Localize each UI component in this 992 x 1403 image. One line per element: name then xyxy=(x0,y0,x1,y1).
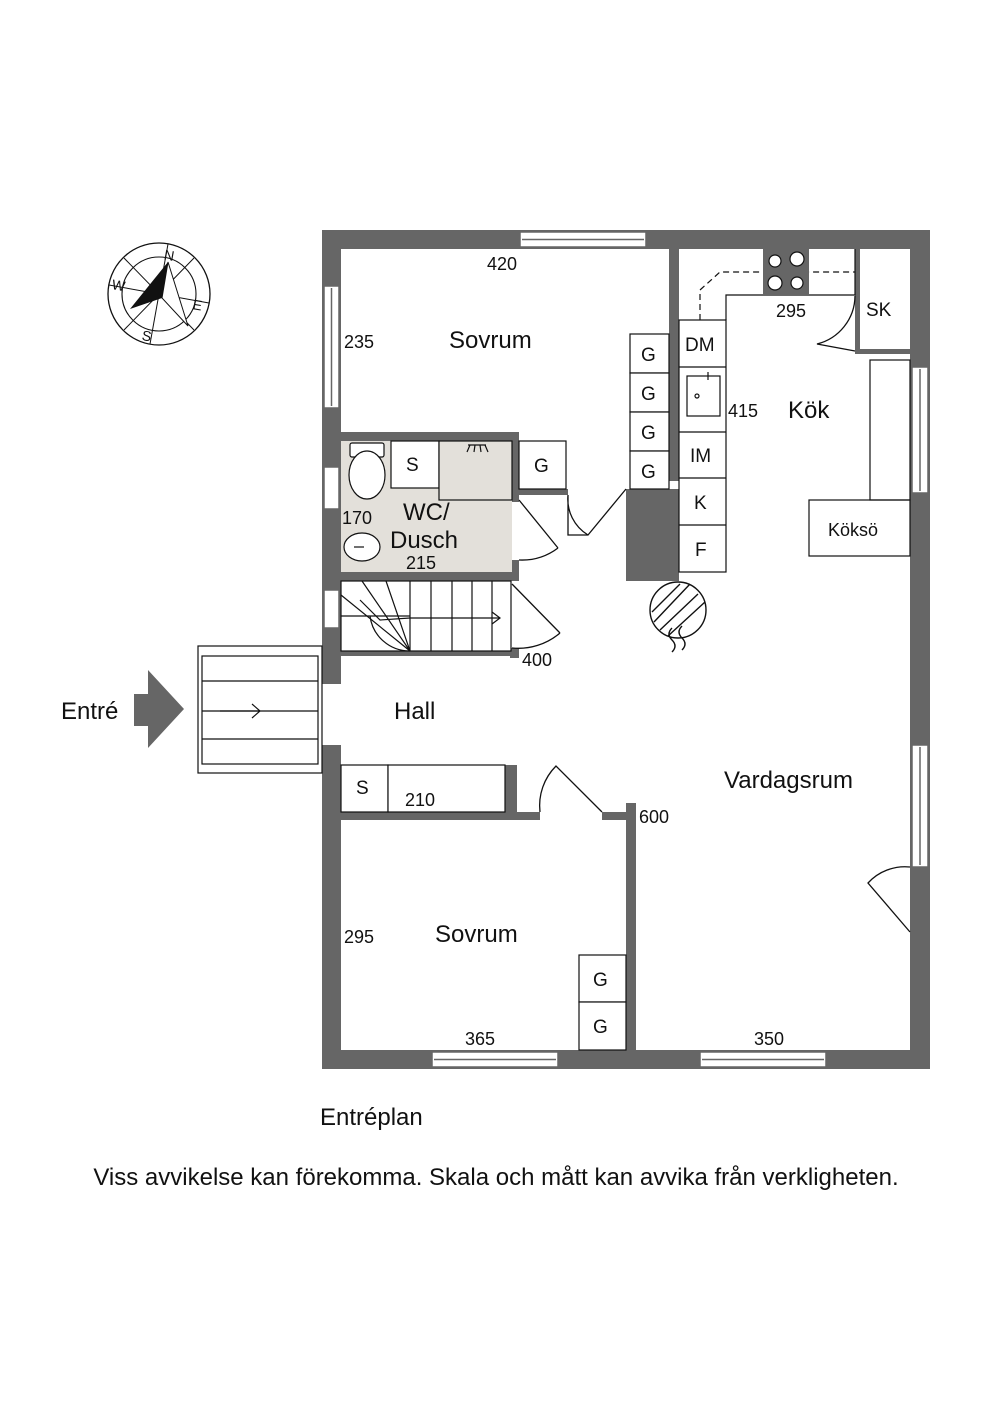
storage-hall: S xyxy=(356,778,369,799)
fireplace xyxy=(649,581,707,653)
windows xyxy=(323,231,929,1068)
room-wc-line2: Dusch xyxy=(390,527,458,554)
appliance-k: K xyxy=(694,493,707,514)
shower-head xyxy=(466,444,489,453)
labels: N E S W Sovrum Kök WC/ Dusch Hall Vardag… xyxy=(61,246,892,1049)
door-living-exterior xyxy=(867,866,911,933)
wardrobe-k2: G xyxy=(641,384,656,405)
kitchen-island xyxy=(808,499,911,557)
wardrobes xyxy=(340,333,670,1051)
appliance-im: IM xyxy=(690,446,711,467)
wardrobe-k1: G xyxy=(641,345,656,366)
room-bedroom-top: Sovrum xyxy=(449,327,532,354)
kitchen-island-label: Köksö xyxy=(828,520,878,540)
dim-170: 170 xyxy=(342,508,372,528)
dim-350: 350 xyxy=(754,1029,784,1049)
dim-400: 400 xyxy=(522,650,552,670)
kitchen-sink xyxy=(686,375,721,417)
hood-column xyxy=(869,359,911,501)
compass-w: W xyxy=(111,276,128,294)
dim-295-bedroom: 295 xyxy=(344,927,374,947)
compass-e: E xyxy=(192,296,204,313)
entrance-label: Entré xyxy=(61,698,118,725)
interior-walls xyxy=(322,249,910,1050)
wardrobe-wc: G xyxy=(534,456,549,477)
compass-n: N xyxy=(163,246,176,264)
door-bottom-bedroom xyxy=(538,765,603,813)
stove xyxy=(763,249,809,295)
wardrobe-k4: G xyxy=(641,462,656,483)
wardrobe-b2: G xyxy=(593,1017,608,1038)
compass-needle-icon xyxy=(130,262,168,309)
door-top-bedroom xyxy=(567,488,627,536)
disclaimer-text: Viss avvikelse kan förekomma. Skala och … xyxy=(93,1164,899,1191)
dim-215: 215 xyxy=(406,553,436,573)
room-wc-line1: WC/ xyxy=(403,499,450,526)
door-wc xyxy=(518,499,559,561)
dim-415: 415 xyxy=(728,401,758,421)
door-stair xyxy=(511,583,561,649)
dim-235: 235 xyxy=(344,332,374,352)
wardrobe-k3: G xyxy=(641,423,656,444)
room-hall: Hall xyxy=(394,698,435,725)
window-left-stair xyxy=(323,589,340,629)
room-bedroom-bottom: Sovrum xyxy=(435,921,518,948)
entry-steps xyxy=(197,645,323,774)
storage-wc: S xyxy=(406,455,419,476)
door-sk xyxy=(816,295,856,352)
dim-210: 210 xyxy=(405,790,435,810)
plan-caption: Entréplan xyxy=(320,1104,423,1131)
compass-s: S xyxy=(141,327,153,344)
dim-365: 365 xyxy=(465,1029,495,1049)
room-kitchen: Kök xyxy=(788,397,830,424)
wardrobe-b1: G xyxy=(593,970,608,991)
entrance-arrow xyxy=(134,670,184,748)
window-left-wc xyxy=(323,466,340,510)
interior-stairs xyxy=(340,580,512,652)
compass xyxy=(107,242,211,346)
dim-600: 600 xyxy=(639,807,669,827)
dim-420: 420 xyxy=(487,254,517,274)
appliance-dm: DM xyxy=(685,335,715,356)
room-living: Vardagsrum xyxy=(724,767,853,794)
appliance-f: F xyxy=(695,540,707,561)
toilet-bowl xyxy=(348,450,386,500)
dim-295-kitchen: 295 xyxy=(776,301,806,321)
cabinet-sk: SK xyxy=(866,300,892,321)
wc-fixtures xyxy=(343,442,489,562)
